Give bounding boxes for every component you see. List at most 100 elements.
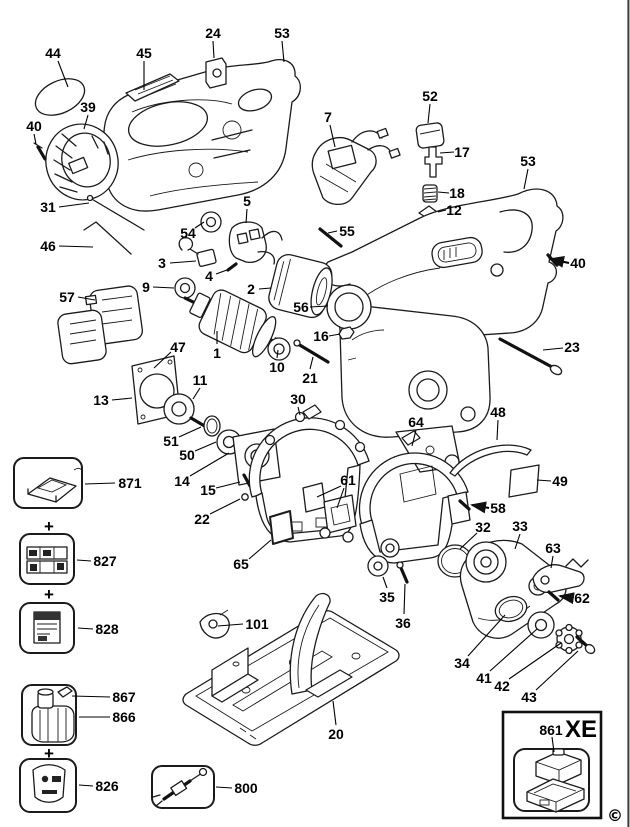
part-number-23: 23 [564,339,580,355]
dot-22 [241,493,249,501]
leader-line-828 [77,627,94,630]
part-number-45: 45 [136,45,152,61]
part-number-32: 32 [475,519,491,535]
plate-49 [508,464,540,498]
part-number-20: 20 [328,726,344,742]
leader-line-31 [58,202,90,208]
page-edge-line [627,0,630,827]
leader-line-18 [437,191,450,194]
leader-line-56 [309,305,329,308]
part-number-56: 56 [293,299,309,315]
part-number-861: 861 [539,722,563,738]
armature-1 [183,289,288,358]
pin-21 [296,342,330,364]
leader-line-49 [536,479,552,482]
part-number-53: 53 [274,25,290,41]
part-number-65: 65 [233,556,249,572]
leader-line-827 [76,559,92,562]
leader-line-21 [309,356,314,370]
part-number-57: 57 [59,289,75,305]
screw-36 [399,566,409,584]
part-number-9: 9 [142,279,150,295]
part-number-54: 54 [180,225,196,241]
leader-line-15 [215,481,241,489]
leader-line-16 [328,333,341,337]
part-867 [57,686,73,698]
leader-line-57 [77,296,96,301]
leader-line-2 [258,287,272,290]
part-number-35: 35 [379,589,395,605]
ring-34 [494,595,528,623]
part-number-800: 800 [234,780,258,796]
spring-18 [422,184,438,203]
part-number-866: 866 [112,709,136,725]
xe-kit-box-drawing [501,710,603,820]
leader-line-24 [212,40,215,59]
pad-65 [269,510,294,545]
part-number-46: 46 [40,238,56,254]
leader-line-11 [192,387,201,400]
leader-line-3 [169,260,197,264]
field-2 [268,253,333,319]
leader-line-53 [281,40,285,63]
leader-line-61 [336,487,345,509]
leader-line-826 [78,784,94,787]
part-number-58: 58 [490,500,506,516]
window-61a [302,482,326,513]
leader-line-34 [467,614,506,657]
part-3 [196,248,217,267]
outer-guard-drawing [358,430,540,584]
part-number-51: 51 [163,433,179,449]
leader-line-50 [194,441,217,452]
window-61b [323,494,357,534]
leader-line-61 [316,485,342,498]
switch-assembly-drawing [311,127,401,206]
part-number-47: 47 [170,339,186,355]
part-number-11: 11 [193,372,208,388]
part-number-101: 101 [245,616,269,632]
part-number-13: 13 [93,392,109,408]
leader-line-52 [427,103,431,124]
part-number-18: 18 [449,185,465,201]
leader-line-53 [523,168,529,190]
plus-mark-1: + [44,517,54,536]
leader-line-32 [459,532,478,550]
hex-key-46 [83,221,132,255]
leader-line-44 [57,60,69,88]
leader-line-867 [71,695,111,698]
pin-17 [424,146,443,178]
left-housing-drawing [33,57,301,255]
leader-line-40 [33,133,37,145]
part-number-36: 36 [395,615,411,631]
upper-guard-drawing [248,404,370,545]
part-number-867: 867 [112,689,136,705]
leader-line-43 [535,650,579,691]
leader-line-63 [550,555,554,569]
part-number-4: 4 [205,268,213,284]
leader-line-101 [217,623,244,627]
part-number-42: 42 [494,678,510,694]
screw-40-left [36,145,47,161]
part-number-53: 53 [520,153,536,169]
part-number-63: 63 [545,540,561,556]
screw-4 [226,262,238,272]
leader-line-48 [496,419,499,441]
part-number-40: 40 [26,118,42,134]
part-number-826: 826 [95,778,119,794]
leader-line-861 [551,736,555,753]
part-number-62: 62 [574,590,590,606]
kit-boxes-drawing [13,457,215,813]
part-number-14: 14 [174,473,190,489]
xe-label: XE [565,716,597,743]
leader-line-13 [111,397,133,401]
part-number-828: 828 [95,621,119,637]
pin-31 [89,197,145,231]
button-24 [205,57,227,89]
part-number-55: 55 [339,223,355,239]
lock-button-parts-drawing [415,122,445,219]
leader-line-4 [215,269,228,275]
leader-line-33 [514,533,521,550]
o-ring-44 [34,78,86,116]
